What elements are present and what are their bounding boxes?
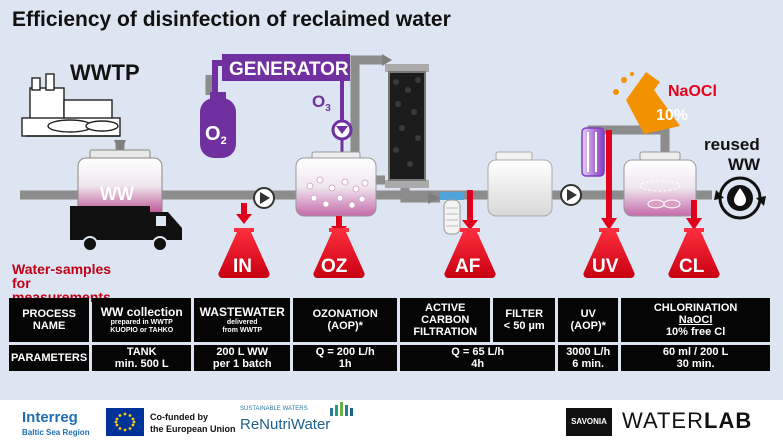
ww-tank-label: WW (100, 184, 134, 204)
cell-text: FILTRATION (413, 326, 478, 338)
param-chlorination: 60 ml / 200 L 30 min. (621, 345, 770, 371)
cell-text: 60 ml / 200 L (662, 346, 729, 358)
eu-flag-icon (106, 408, 144, 436)
process-name-row: PROCESS NAME WW collection prepared in W… (9, 298, 770, 342)
activated-carbon-column (385, 64, 429, 188)
reused-ww-label-line1: reused (704, 135, 760, 154)
param-wastewater: 200 L WW per 1 batch (194, 345, 291, 371)
parameters-header: PARAMETERS (9, 345, 90, 371)
interreg-logo: Interreg (22, 409, 78, 426)
savonia-logo: SAVONIA (566, 408, 612, 436)
cell-text: OZONATION (312, 308, 378, 320)
sampling-point-af (444, 190, 496, 279)
cartridge-filter (440, 192, 464, 235)
cell-text: TANK (126, 346, 157, 358)
param-filtration: Q = 65 L/h 4h (400, 345, 556, 371)
ozone-generator (222, 54, 350, 81)
cell-text: 3000 L/h (566, 346, 611, 358)
sample-label-oz: OZ (321, 256, 348, 277)
pump-icon (560, 184, 582, 206)
waterlab-text: WATER (622, 408, 704, 433)
sample-label-uv: UV (592, 256, 619, 277)
cell-ozonation: OZONATION (AOP)* (293, 298, 398, 342)
cell-subtext: from WWTP (222, 326, 263, 334)
pipe-arrows (114, 54, 440, 204)
param-uv: 3000 L/h 6 min. (558, 345, 619, 371)
wwtp-label: WWTP (70, 60, 140, 85)
interreg-subtitle: Baltic Sea Region (22, 428, 90, 437)
sample-label-af: AF (455, 256, 480, 277)
cell-text: 10% free Cl (665, 326, 726, 338)
sampling-point-in (218, 203, 270, 279)
param-tank: TANK min. 500 L (92, 345, 192, 371)
cell-text: Q = 200 L/h (315, 346, 375, 358)
o3-label: O3 (312, 92, 331, 114)
parameters-row: PARAMETERS TANK min. 500 L 200 L WW per … (9, 345, 770, 371)
cell-wastewater: WASTEWATER delivered from WWTP (194, 298, 291, 342)
cell-text: Q = 65 L/h (451, 346, 505, 358)
cofunded-line2: the European Union (150, 424, 236, 434)
waterlab-text-bold: LAB (704, 408, 753, 433)
naocl-flask-icon (613, 72, 680, 134)
generator-label: GENERATOR (229, 59, 349, 80)
cell-text: ACTIVE (425, 302, 466, 314)
sampling-point-uv (583, 130, 635, 279)
buffer-tank (487, 151, 553, 217)
renutriwater-logo: ReNutriWater (240, 416, 331, 433)
cell-active-carbon: ACTIVE CARBON FILTRATION (400, 298, 491, 342)
cell-text: 200 L WW (216, 346, 269, 358)
param-ozonation: Q = 200 L/h 1h (293, 345, 398, 371)
cell-text: NaOCl (678, 314, 713, 326)
naocl-percent-label: 10% (656, 107, 688, 124)
water-samples-line1: Water-samples (12, 261, 112, 277)
footer-logos: Interreg Baltic Sea Region Co-funded by … (0, 400, 783, 446)
sustainable-waters-label: SUSTAINABLE WATERS (240, 406, 308, 412)
cell-ww-collection: WW collection prepared in WWTP KUOPIO or… (92, 298, 192, 342)
recycle-water-icon (714, 176, 766, 220)
cell-text: 6 min. (572, 358, 605, 370)
cell-text: 1h (338, 358, 352, 370)
cell-subtext: delivered (226, 318, 258, 326)
cell-text: CHLORINATION (653, 302, 738, 314)
cell-subtext: KUOPIO or TAHKO (110, 326, 174, 334)
cell-text: per 1 batch (212, 358, 272, 370)
renutriwater-bars-icon (330, 402, 353, 416)
cell-text: 30 min. (676, 358, 715, 370)
cell-text: WW collection (100, 304, 183, 319)
cell-text: UV (580, 308, 596, 320)
process-name-header: PROCESS NAME (9, 298, 90, 342)
page-title: Efficiency of disinfection of reclaimed … (12, 8, 451, 31)
sampling-point-oz (313, 216, 365, 279)
process-table: PROCESS NAME WW collection prepared in W… (6, 295, 773, 374)
pump-icon (253, 187, 275, 209)
o2-label: O2 (205, 123, 227, 147)
cell-subtext: prepared in WWTP (110, 318, 173, 326)
cell-text: FILTER (505, 308, 544, 320)
cell-text: < 50 µm (503, 320, 545, 332)
cell-text: 4h (471, 358, 485, 370)
cell-chlorination: CHLORINATION NaOCl 10% free Cl (621, 298, 770, 342)
reused-ww-label-line2: WW (728, 155, 761, 174)
cell-text: (AOP)* (570, 320, 606, 332)
savonia-text: SAVONIA (571, 417, 607, 426)
naocl-label: NaOCl (668, 83, 717, 100)
cell-text: WASTEWATER (199, 304, 285, 319)
ozonation-tank (295, 151, 377, 217)
sample-label-cl: CL (679, 256, 705, 277)
uv-lamp (581, 127, 605, 177)
cell-uv: UV (AOP)* (558, 298, 619, 342)
sampling-point-cl (668, 200, 720, 279)
chlorination-tank (623, 151, 697, 217)
waterlab-logo: WATERLAB (622, 408, 752, 434)
ww-tank (77, 149, 163, 221)
cell-text: (AOP)* (327, 320, 363, 332)
cell-text: min. 500 L (114, 358, 169, 370)
cofunded-line1: Co-funded by (150, 412, 208, 422)
cell-text: CARBON (421, 314, 470, 326)
sample-label-in: IN (233, 256, 252, 277)
wwtp-plant-icon (21, 73, 121, 137)
cell-filter: FILTER < 50 µm (493, 298, 556, 342)
truck-icon (70, 206, 182, 252)
